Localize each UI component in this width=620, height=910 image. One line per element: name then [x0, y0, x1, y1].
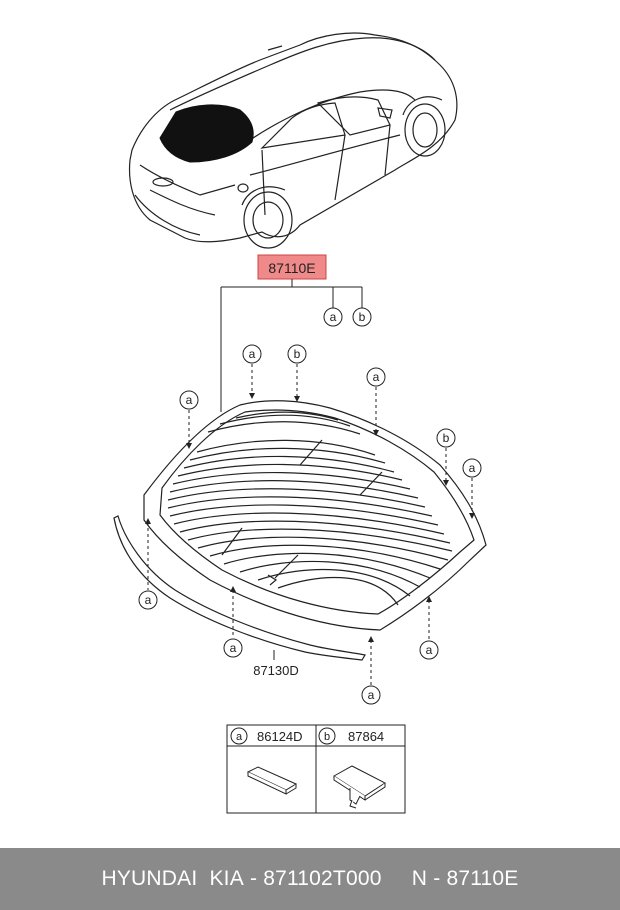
car-illustration — [128, 32, 458, 249]
footer-n: N — [411, 867, 428, 890]
callout-letters: a b a a b a b a a a a a — [145, 310, 476, 702]
legend-a-code[interactable]: 86124D — [257, 729, 303, 744]
pad-part-icon — [246, 766, 298, 795]
callout-a-top — [242, 344, 262, 364]
callout-a-bottom — [361, 685, 381, 705]
footer-make: KIA — [209, 867, 244, 890]
callout-a-right — [462, 458, 482, 478]
rear-glass-panel — [143, 400, 487, 631]
legend-b-letter: b — [324, 731, 330, 743]
main-part-code: 87110E — [268, 260, 315, 276]
parts-diagram: 87110E — [113, 32, 487, 814]
footer-oem-code: 87110E — [446, 867, 519, 890]
legend-a-letter: a — [236, 731, 243, 743]
callout-arrowheads — [145, 393, 475, 642]
callout-a-left — [179, 390, 199, 410]
svg-text:a: a — [230, 641, 237, 655]
footer-dash-1: - — [249, 867, 258, 890]
moulding-strip — [113, 515, 366, 661]
callout-b-right — [436, 428, 456, 448]
svg-text:a: a — [368, 688, 375, 702]
callout-b-top-leader — [352, 307, 372, 327]
main-part-box[interactable] — [257, 254, 327, 280]
svg-text:a: a — [426, 643, 433, 657]
callout-leaders — [147, 364, 473, 685]
footer-bar: HYUNDAI KIA - 871102T000 N - 87110E — [0, 848, 620, 910]
legend-b-code[interactable]: 87864 — [348, 729, 384, 744]
svg-text:a: a — [145, 593, 152, 607]
clip-part-icon — [333, 765, 386, 809]
svg-text:a: a — [186, 393, 193, 407]
rear-glass-highlight — [159, 104, 254, 163]
svg-text:b: b — [443, 431, 450, 445]
moulding-code[interactable]: 87130D — [253, 663, 299, 678]
callout-a-lower-right — [419, 640, 439, 660]
legend-table: a 86124D b 87864 — [226, 724, 406, 814]
callout-circles — [138, 307, 482, 705]
svg-text:b: b — [359, 310, 366, 324]
svg-text:a: a — [330, 310, 337, 324]
footer-dash-2: - — [433, 867, 441, 890]
svg-text:a: a — [249, 347, 256, 361]
callout-a-top-leader — [323, 307, 343, 327]
callout-a-bottom-left — [223, 638, 243, 658]
footer-brand: HYUNDAI — [101, 867, 198, 890]
callout-a-lower-left — [138, 590, 158, 610]
svg-text:a: a — [373, 370, 380, 384]
callout-b-top — [287, 344, 307, 364]
svg-text:a: a — [469, 461, 476, 475]
footer-part-number: 871102T000 — [263, 867, 382, 890]
leader-lines — [220, 279, 363, 412]
svg-text:b: b — [294, 347, 301, 361]
callout-a-upper-right — [366, 367, 386, 387]
